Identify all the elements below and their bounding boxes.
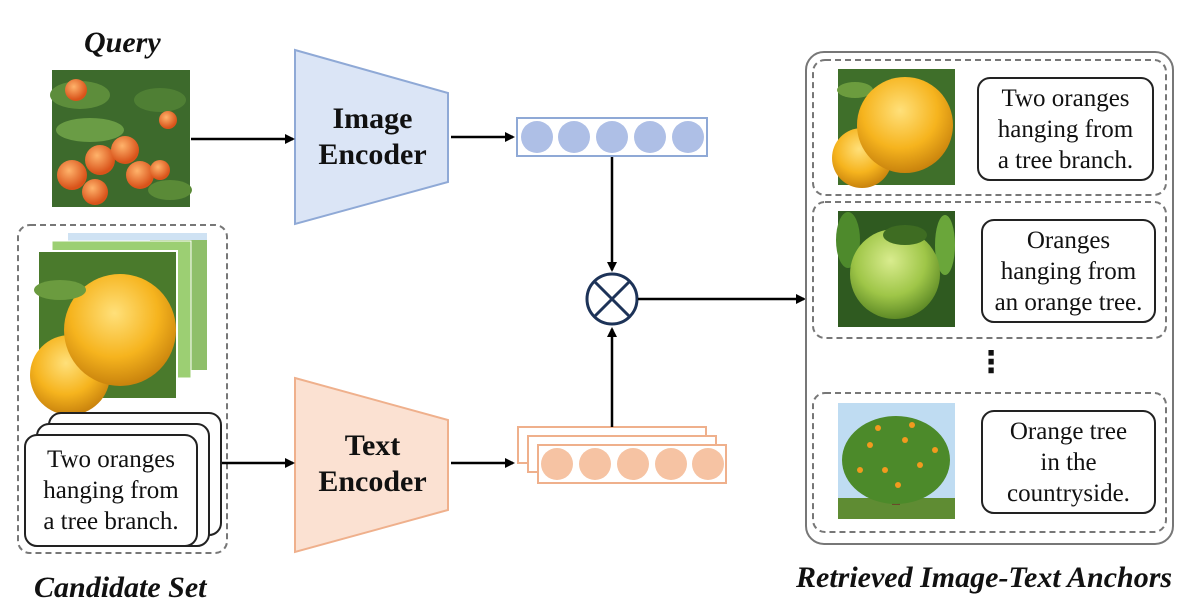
- ellipsis: ⋮: [976, 345, 1006, 380]
- anchor-caption-3: Orange tree in the countryside.: [982, 416, 1155, 509]
- candidate-caption-line: hanging from: [43, 477, 179, 504]
- text-encoder-label: Text Encoder: [300, 428, 445, 500]
- image-encoder-label-line2: Encoder: [318, 138, 427, 171]
- text-feature-cell: [692, 448, 724, 480]
- candidate-set-title: Candidate Set: [34, 571, 207, 604]
- anchor-caption-line: an orange tree.: [994, 289, 1143, 316]
- image-encoder-label-line1: Image: [332, 102, 413, 135]
- image-feature-vector: [516, 117, 708, 157]
- anchor-item-box: [812, 201, 1167, 339]
- text-feature-cell: [655, 448, 687, 480]
- flow-arrows: [191, 132, 806, 468]
- candidate-caption-stack: [24, 412, 222, 547]
- anchor-caption-frame: [981, 219, 1156, 323]
- anchor-image-2: [836, 211, 955, 327]
- anchor-caption-line: Orange tree: [1009, 418, 1128, 445]
- anchor-caption-line: a tree branch.: [997, 147, 1134, 174]
- text-encoder-shape: [294, 376, 449, 554]
- text-encoder-label-line2: Encoder: [318, 465, 427, 498]
- image-feature-cell: [596, 121, 628, 153]
- query-image: [50, 70, 192, 207]
- image-encoder-label: Image Encoder: [300, 101, 445, 173]
- anchor-caption-line: in the: [1040, 449, 1097, 476]
- retrieved-anchors-panel: [805, 51, 1174, 545]
- query-title: Query: [84, 26, 161, 59]
- anchor-caption-line: Two oranges: [1001, 85, 1130, 112]
- anchor-caption-line: Oranges: [1026, 227, 1111, 254]
- text-encoder-label-line1: Text: [344, 429, 401, 462]
- candidate-set-box: [17, 224, 228, 554]
- anchor-image-3: [838, 403, 955, 519]
- candidate-caption-line: Two oranges: [46, 446, 176, 473]
- image-feature-cell: [558, 121, 590, 153]
- anchor-caption-2: Oranges hanging from an orange tree.: [982, 225, 1155, 318]
- image-feature-cell: [672, 121, 704, 153]
- text-feature-cell: [541, 448, 573, 480]
- anchor-caption-line: countryside.: [1007, 480, 1130, 507]
- similarity-operator: [585, 272, 639, 326]
- candidate-caption: Two oranges hanging from a tree branch.: [25, 444, 197, 537]
- candidate-caption-line: a tree branch.: [43, 508, 179, 535]
- image-feature-cell: [521, 121, 553, 153]
- text-feature-cell: [617, 448, 649, 480]
- image-encoder-shape: [294, 48, 449, 226]
- anchor-image-1: [832, 69, 955, 188]
- anchor-caption-line: hanging from: [1000, 258, 1137, 285]
- text-feature-cell: [579, 448, 611, 480]
- anchor-caption-1: Two oranges hanging from a tree branch.: [978, 83, 1153, 176]
- candidate-image-stack: [30, 233, 207, 415]
- image-feature-cell: [634, 121, 666, 153]
- retrieved-anchors-title: Retrieved Image-Text Anchors: [796, 561, 1173, 594]
- anchor-item-box: [812, 59, 1167, 196]
- anchor-caption-frame: [981, 410, 1156, 514]
- anchor-caption-frame: [977, 77, 1154, 181]
- text-feature-vector: [517, 426, 727, 484]
- anchor-caption-line: hanging from: [997, 116, 1134, 143]
- anchor-item-box: [812, 392, 1167, 533]
